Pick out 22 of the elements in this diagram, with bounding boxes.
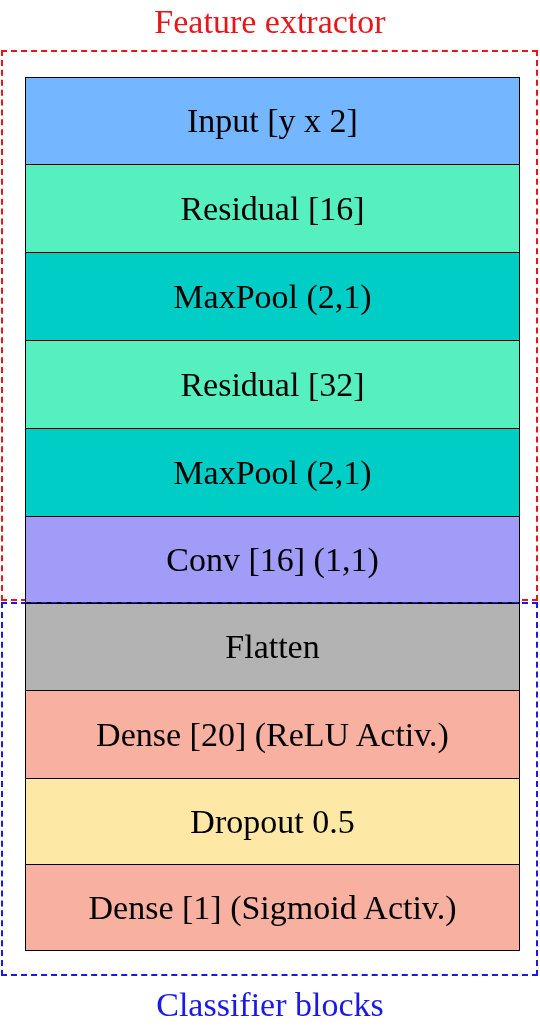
layer-label: Dropout 0.5 bbox=[190, 802, 355, 841]
group-title: Feature extractor bbox=[153, 2, 387, 42]
layer-box bbox=[25, 340, 520, 429]
layer-box bbox=[25, 252, 520, 341]
layer-label: Dense [20] (ReLU Activ.) bbox=[96, 715, 449, 754]
group-title: Classifier blocks bbox=[155, 985, 385, 1025]
layer-box bbox=[25, 164, 520, 253]
layer-label: Conv [16] (1,1) bbox=[166, 540, 379, 579]
layer-label: Residual [16] bbox=[180, 189, 365, 228]
layer-box bbox=[25, 428, 520, 517]
layer-label: Dense [1] (Sigmoid Activ.) bbox=[88, 888, 457, 927]
layer-label: Input [y x 2] bbox=[187, 102, 358, 140]
layer-label: MaxPool (2,1) bbox=[173, 453, 372, 492]
layer-label: Residual [32] bbox=[180, 365, 365, 404]
layer-box bbox=[25, 690, 520, 779]
layer-label: Flatten bbox=[225, 628, 320, 666]
layer-box bbox=[25, 516, 520, 603]
layer-box bbox=[25, 778, 520, 865]
layer-label: MaxPool (2,1) bbox=[173, 277, 372, 316]
layer-box bbox=[25, 77, 520, 165]
layer-box bbox=[25, 864, 520, 951]
layer-box bbox=[25, 603, 520, 691]
